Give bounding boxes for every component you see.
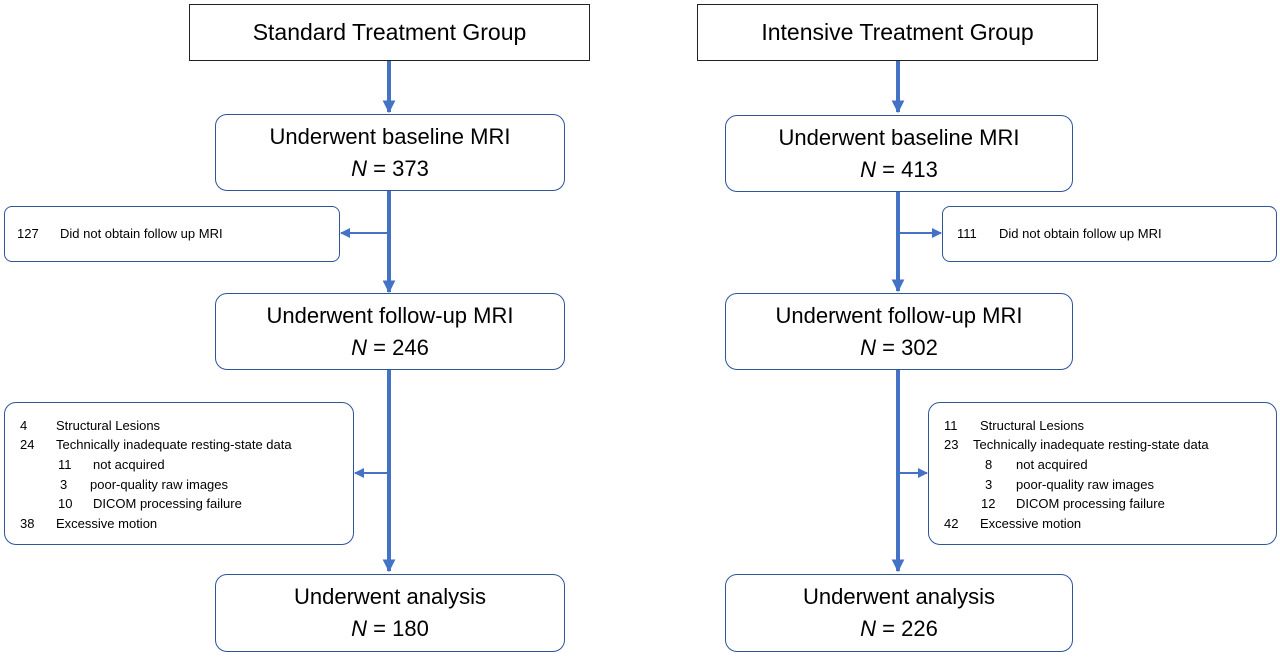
- standard-followup-box: Underwent follow-up MRI N = 246: [215, 293, 565, 370]
- list-item-label: not acquired: [93, 457, 165, 472]
- standard-exclusion2-box: 4 Structural Lesions 24 Technically inad…: [4, 402, 354, 545]
- list-item-label: DICOM processing failure: [93, 496, 242, 511]
- intensive-followup-n: N = 302: [860, 334, 938, 360]
- list-item-count: 12: [981, 496, 996, 511]
- standard-analysis-label: Underwent analysis: [294, 584, 486, 609]
- standard-group-title: Standard Treatment Group: [252, 19, 527, 45]
- list-item-count: 11: [944, 418, 958, 433]
- list-item-count: 23: [944, 437, 959, 452]
- list-item-label: not acquired: [1016, 457, 1088, 472]
- list-item-label: Technically inadequate resting-state dat…: [56, 437, 292, 452]
- intensive-baseline-box: Underwent baseline MRI N = 413: [725, 115, 1073, 192]
- list-item-label: poor-quality raw images: [90, 477, 229, 492]
- list-item-count: 38: [20, 516, 35, 531]
- list-item-label: Structural Lesions: [56, 418, 161, 433]
- intensive-group-header: Intensive Treatment Group: [697, 4, 1098, 61]
- standard-baseline-n: N = 373: [351, 155, 429, 181]
- list-item-label: Excessive motion: [980, 516, 1082, 531]
- intensive-analysis-label: Underwent analysis: [803, 584, 995, 609]
- list-item-label: poor-quality raw images: [1016, 477, 1155, 492]
- standard-exclusion1-count: 127: [17, 226, 39, 241]
- intensive-exclusion1-label: Did not obtain follow up MRI: [999, 226, 1162, 241]
- standard-followup-n: N = 246: [351, 334, 429, 360]
- list-item-count: 24: [20, 437, 35, 452]
- list-item-count: 42: [944, 516, 959, 531]
- list-item-count: 10: [58, 496, 73, 511]
- standard-group-header: Standard Treatment Group: [189, 4, 590, 61]
- standard-baseline-box: Underwent baseline MRI N = 373: [215, 114, 565, 191]
- intensive-exclusion1-count: 111: [957, 226, 977, 241]
- standard-exclusion1-label: Did not obtain follow up MRI: [60, 226, 223, 241]
- list-item-count: 4: [20, 418, 28, 433]
- list-item-label: DICOM processing failure: [1016, 496, 1165, 511]
- intensive-exclusion2-box: 11 Structural Lesions 23 Technically ina…: [928, 402, 1277, 545]
- standard-followup-label: Underwent follow-up MRI: [266, 302, 514, 328]
- intensive-group-title: Intensive Treatment Group: [761, 19, 1034, 45]
- intensive-analysis-n: N = 226: [860, 616, 938, 641]
- list-item-label: Structural Lesions: [980, 418, 1085, 433]
- intensive-exclusion1-box: 111 Did not obtain follow up MRI: [942, 206, 1277, 262]
- standard-exclusion1-box: 127 Did not obtain follow up MRI: [4, 206, 340, 262]
- list-item-label: Technically inadequate resting-state dat…: [973, 437, 1209, 452]
- list-item-label: Excessive motion: [56, 516, 158, 531]
- list-item-count: 11: [58, 457, 72, 472]
- intensive-followup-box: Underwent follow-up MRI N = 302: [725, 293, 1073, 370]
- list-item-count: 3: [985, 477, 993, 492]
- standard-analysis-n: N = 180: [351, 616, 429, 641]
- list-item-count: 8: [985, 457, 993, 472]
- standard-analysis-box: Underwent analysis N = 180: [215, 574, 565, 652]
- intensive-followup-label: Underwent follow-up MRI: [775, 302, 1023, 328]
- intensive-baseline-n: N = 413: [860, 156, 938, 182]
- intensive-analysis-box: Underwent analysis N = 226: [725, 574, 1073, 652]
- standard-baseline-label: Underwent baseline MRI: [269, 123, 511, 149]
- list-item-count: 3: [60, 477, 68, 492]
- intensive-baseline-label: Underwent baseline MRI: [778, 124, 1020, 150]
